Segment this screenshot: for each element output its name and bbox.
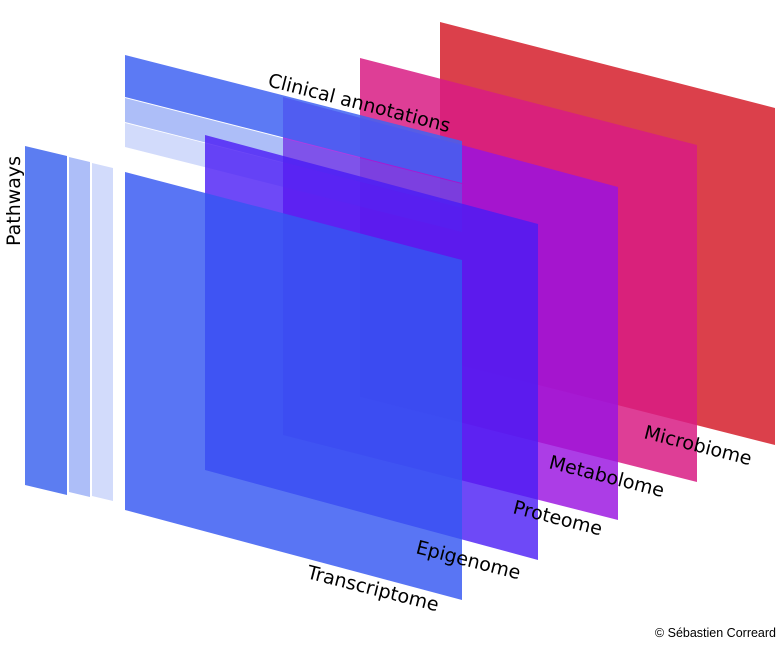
copyright-text: © Sébastien Correard [655,626,776,640]
pathway-strip-2 [69,157,90,497]
clinical-strip-2 [125,98,462,208]
transcriptome-plane [125,172,462,600]
pathway-strip-3 [92,163,113,501]
pathway-strip-1 [25,146,67,495]
pathways-label: Pathways [3,156,25,246]
clinical-strip-1 [125,55,462,183]
